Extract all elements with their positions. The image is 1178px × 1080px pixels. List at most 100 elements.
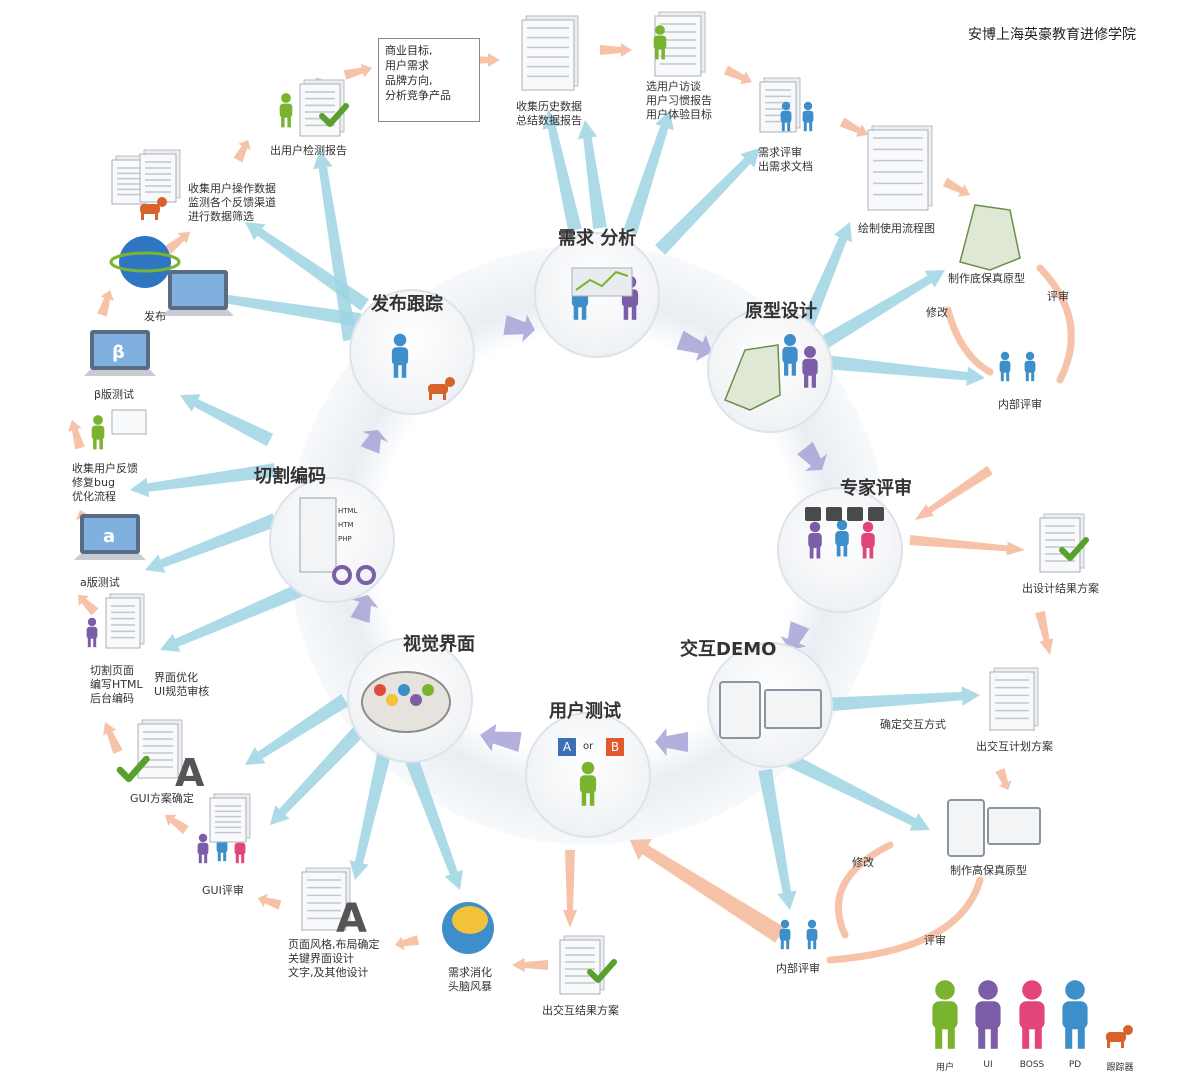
brain-icon [452,906,488,934]
ring-arrow-4 [655,728,688,756]
feedback-arrow [630,839,785,943]
gui-confirm-doc-icon [137,719,183,779]
tablet-icon [719,681,761,739]
connector-arrow-blue-11 [200,288,362,327]
connector-arrow-blue-18 [349,748,392,880]
stage-requirements-label: 需求 分析 [558,228,637,249]
design-check-icon [1059,537,1089,561]
stage-prototype-label: 原型设计 [745,301,817,322]
interview-user-icon [653,25,667,60]
ring-arrow-6 [350,595,379,623]
tracker-dog-icon [428,377,455,400]
connector-arrow-orange-0 [343,63,372,80]
connector-arrow-blue-19 [403,752,463,890]
interact-result-label: 出交互结果方案 [542,1004,619,1017]
option-a-badge: A [558,738,576,756]
detect-check-icon [319,103,349,127]
interact-result-doc-icon [559,935,605,995]
globe-orbit-icon [109,251,181,273]
connector-arrow-blue-8 [786,753,930,831]
review-loop-1 [1036,264,1075,384]
alpha-laptop-icon [74,514,146,560]
feedback-bubble-icon [111,409,147,435]
connector-arrow-blue-14 [180,394,274,447]
beta-label: β版测试 [94,388,135,401]
connector-arrow-orange-6 [909,535,1025,556]
modify-loop-2 [834,841,894,939]
vote-mark-icon-3 [868,507,884,521]
legend-ui-label: UI [983,1060,993,1070]
code-tag-html: HTML [338,507,358,515]
legend-person-icon-2 [1019,980,1045,1049]
connector-arrow-orange-7 [1035,610,1054,655]
beta-laptop-icon [84,330,156,376]
connector-arrow-blue-15 [145,513,278,573]
business-goals-box: 商业目标, 用户需求 品牌方向, 分析竞争产品 [378,38,480,122]
history-report-icon [521,15,579,91]
stage-circle-release [349,289,475,415]
alpha-letter-icon: a [103,526,115,547]
internal1-label: 内部评审 [998,398,1042,411]
chart-board-icon [571,267,633,297]
internal2-label: 内部评审 [776,962,820,975]
connector-arrow-orange-21 [233,140,251,163]
prototype-person-icon [782,334,798,376]
code-tag-htm: HTM [338,521,354,529]
modify1-label: 修改 [926,306,948,319]
hifi-tablet-icon [947,799,985,857]
publish-laptop-icon [162,270,234,316]
collect-ops-label: 收集用户操作数据 监测各个反馈渠道 进行数据筛选 [188,182,276,223]
connector-arrow-orange-19 [97,290,114,317]
wireframe-model-icon [724,344,781,411]
or-label: or [583,741,594,752]
connector-arrows [68,43,1075,972]
brand-title: 安博上海英豪教育进修学院 [968,27,1136,43]
ring-center [403,360,773,730]
modify2-label: 修改 [852,856,874,869]
connector-arrow-blue-1 [577,120,607,229]
brainstorm-label: 需求消化 头脑风暴 [448,966,492,993]
gui-confirm-label: GUI方案确定 [130,792,194,805]
stage-expert-label: 专家评审 [840,478,912,499]
globe-icon [119,236,171,288]
paint-dot-icon-0 [374,684,386,696]
vote-mark-icon-0 [805,507,821,521]
interact-plan-doc-icon [989,667,1039,731]
hifi-label: 制作高保真原型 [950,864,1027,877]
lowfi-model-icon [959,204,1021,271]
usertest-user-icon [579,761,597,806]
review2-label: 评审 [924,934,946,947]
cut-page-doc-icon [105,593,145,649]
internal1-pd-icon-2 [1024,351,1036,382]
chart-line-icon [575,270,629,291]
ring-arrow-0 [503,314,535,343]
connector-arrow-blue-10 [245,222,369,311]
connector-arrow-orange-8 [995,768,1012,790]
req-pd-icon [780,101,792,132]
confirm-interact-label: 确定交互方式 [880,718,946,731]
connector-arrow-blue-6 [824,355,985,386]
code-doc-icon [299,497,337,573]
browser-window-icon [764,689,822,729]
legend-tracker-icon [1106,1025,1133,1048]
legend-person-icon-0 [932,980,958,1049]
connector-arrow-orange-13 [258,893,282,910]
review1-label: 评审 [1047,290,1069,303]
publish-label: 发布 [144,310,166,323]
gui-ui-icon [197,833,209,864]
design-result-doc-icon [1039,513,1085,573]
connector-arrow-blue-5 [816,270,945,351]
req-doc-icon [759,77,801,133]
ring-arrow-5 [480,723,522,752]
palette-icon [361,671,451,733]
vote-mark-icon-1 [826,507,842,521]
code-tag-php: PHP [338,535,352,543]
interact-plan-label: 出交互计划方案 [976,740,1053,753]
ops-dog-icon [140,197,167,220]
letter-a-icon: A [336,896,367,942]
release-pd-icon [391,333,409,378]
flowchart-doc-icon [867,125,933,211]
ui-opt-label: 界面优化 UI规范审核 [154,671,210,698]
